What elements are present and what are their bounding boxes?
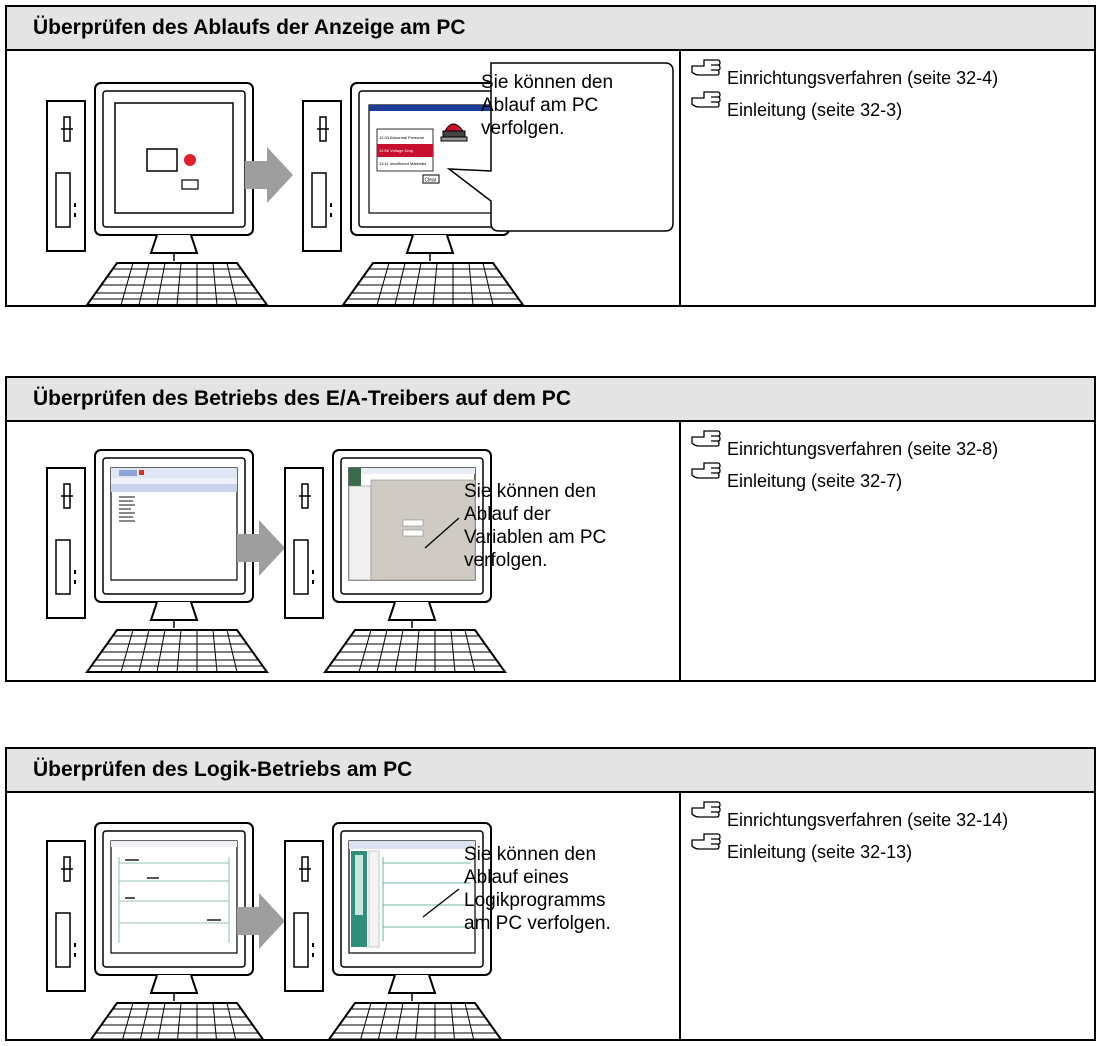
pointing-hand-icon <box>691 833 721 850</box>
column-divider <box>679 422 681 680</box>
pc-right-illustration: 12:34 Abnormal Pressure 12:56 Voltage Dr… <box>302 82 524 305</box>
pointing-hand-icon <box>691 91 721 108</box>
section-caption: Sie können den Ablauf am PC verfolgen. <box>481 71 613 140</box>
caption-line: Logikprogramms <box>464 890 606 911</box>
reference-links: Einrichtungsverfahren (seite 32-14) Einl… <box>691 799 1008 862</box>
caption-line: Sie können den <box>464 844 597 865</box>
pointing-hand-icon <box>691 801 721 818</box>
pointing-hand-icon <box>691 462 721 479</box>
caption-line: Variablen am PC <box>464 527 607 548</box>
link-label: Einrichtungsverfahren (seite 32-14) <box>727 810 1009 830</box>
callout-balloon <box>446 62 674 232</box>
pointing-hand-icon <box>691 430 721 447</box>
caption-line: Ablauf der <box>464 504 551 525</box>
section-io-driver: Überprüfen des Betriebs des E/A-Treibers… <box>5 376 1096 682</box>
section-caption: Sie können den Ablauf eines Logikprogram… <box>464 843 611 935</box>
caption-line: Sie können den <box>481 72 614 93</box>
pc-right-illustration <box>284 449 506 673</box>
caption-line: Sie können den <box>464 481 597 502</box>
pc-left-illustration <box>46 449 268 673</box>
link-label: Einrichtungsverfahren (seite 32-4) <box>727 68 999 88</box>
alarm-lamp-icon <box>440 123 468 142</box>
column-divider <box>679 51 681 305</box>
alarm-text-2: 12:56 Voltage Drop <box>379 148 414 153</box>
link-label: Einleitung (seite 32-13) <box>727 842 913 862</box>
illustration-logic <box>46 822 506 1039</box>
alarm-text-3: 13:11 Insufficient Materials <box>379 161 426 166</box>
link-setup-procedure[interactable]: Einrichtungsverfahren (seite 32-4) <box>691 57 998 88</box>
caption-pointer-line <box>424 517 460 549</box>
red-status-dot-icon <box>184 154 196 166</box>
illustration-io-driver <box>46 449 506 673</box>
caption-pointer-line <box>422 888 460 918</box>
pc-left-illustration <box>46 822 268 1039</box>
section-title: Überprüfen des Logik-Betriebs am PC <box>7 749 1094 793</box>
caption-line: verfolgen. <box>464 550 548 571</box>
caption-line: Ablauf eines <box>464 867 569 888</box>
clear-label: Clear <box>425 178 437 184</box>
link-label: Einleitung (seite 32-3) <box>727 100 903 120</box>
caption-line: Ablauf am PC <box>481 95 599 116</box>
reference-links: Einrichtungsverfahren (seite 32-8) Einle… <box>691 428 998 491</box>
link-setup-procedure[interactable]: Einrichtungsverfahren (seite 32-8) <box>691 428 998 459</box>
pc-right-illustration <box>284 822 506 1039</box>
link-setup-procedure[interactable]: Einrichtungsverfahren (seite 32-14) <box>691 799 1008 830</box>
reference-links: Einrichtungsverfahren (seite 32-4) Einle… <box>691 57 998 120</box>
link-introduction[interactable]: Einleitung (seite 32-3) <box>691 89 998 120</box>
column-divider <box>679 793 681 1039</box>
section-title: Überprüfen des Ablaufs der Anzeige am PC <box>7 7 1094 51</box>
section-title: Überprüfen des Betriebs des E/A-Treibers… <box>7 378 1094 422</box>
illustration-display-flow: 12:34 Abnormal Pressure 12:56 Voltage Dr… <box>46 62 674 305</box>
link-label: Einleitung (seite 32-7) <box>727 471 903 491</box>
caption-line: verfolgen. <box>481 118 565 139</box>
link-introduction[interactable]: Einleitung (seite 32-7) <box>691 460 998 491</box>
section-display-flow: Überprüfen des Ablaufs der Anzeige am PC… <box>5 5 1096 307</box>
link-introduction[interactable]: Einleitung (seite 32-13) <box>691 831 1008 862</box>
link-label: Einrichtungsverfahren (seite 32-8) <box>727 439 999 459</box>
caption-line: am PC verfolgen. <box>464 913 611 934</box>
pointing-hand-icon <box>691 59 721 76</box>
pc-left-illustration <box>46 82 268 305</box>
section-caption: Sie können den Ablauf der Variablen am P… <box>464 480 606 572</box>
alarm-text-1: 12:34 Abnormal Pressure <box>379 135 425 140</box>
section-logic: Überprüfen des Logik-Betriebs am PC <box>5 747 1096 1041</box>
